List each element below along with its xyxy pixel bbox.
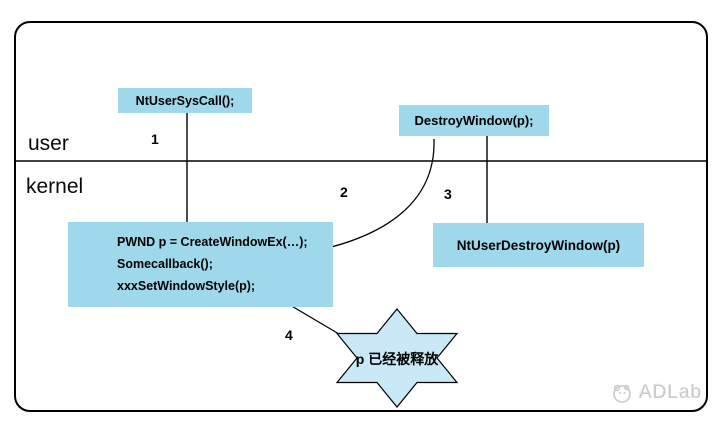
- adlab-watermark: ADLab: [610, 381, 702, 405]
- step-number-2: 2: [340, 184, 348, 200]
- diagram-border: [14, 21, 708, 412]
- step-number-1: 1: [151, 131, 159, 147]
- user-zone-label: user: [28, 132, 69, 155]
- code-line-xxxsetwindowstyle: xxxSetWindowStyle(p);: [117, 279, 256, 293]
- node-destroywindow: DestroyWindow(p);: [399, 105, 549, 136]
- adlab-brand-text: ADLab: [639, 382, 703, 403]
- node-createwindow-block: PWND p = CreateWindowEx(…); Somecallback…: [68, 222, 333, 307]
- adlab-logo-icon: [613, 384, 631, 403]
- code-line-createwindowex: PWND p = CreateWindowEx(…);: [117, 235, 308, 249]
- code-line-somecallback: Somecallback();: [117, 257, 213, 271]
- node-ntusersyscall: NtUserSysCall();: [118, 88, 252, 113]
- freed-burst-star: [335, 308, 459, 408]
- step-number-4: 4: [285, 327, 293, 343]
- step-number-3: 3: [444, 186, 452, 202]
- freed-burst-label: p 已经被释放: [355, 351, 439, 367]
- kernel-zone-label: kernel: [26, 175, 84, 198]
- node-ntuserdestroywindow: NtUserDestroyWindow(p): [433, 223, 644, 267]
